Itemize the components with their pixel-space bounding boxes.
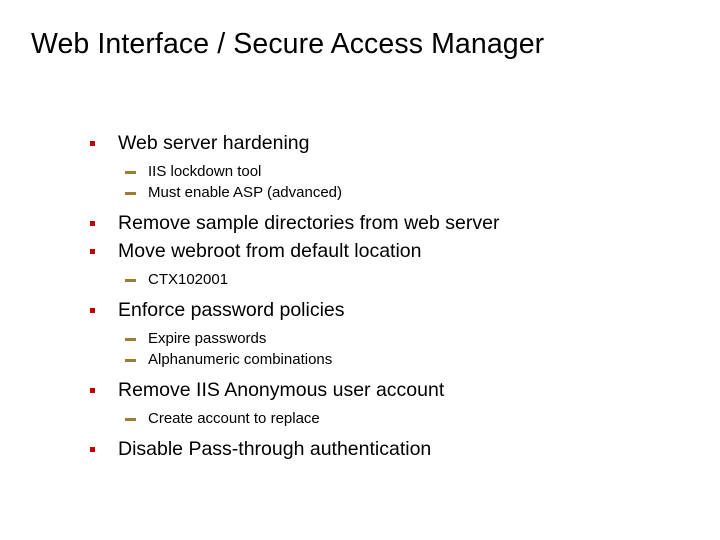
bullet-text: Remove sample directories from web serve… (118, 212, 500, 234)
bullet-dot-icon (90, 447, 95, 452)
bullet-level1: Move webroot from default location (0, 238, 720, 266)
bullet-level2: Alphanumeric combinations (0, 349, 720, 370)
bullet-text: Disable Pass-through authentication (118, 438, 432, 460)
bullet-text: Enforce password policies (118, 299, 345, 321)
bullet-dot-icon (90, 221, 95, 226)
bullet-level1: Remove sample directories from web serve… (0, 210, 720, 238)
bullet-level1: Disable Pass-through authentication (0, 436, 720, 464)
bullet-text: CTX102001 (148, 271, 229, 288)
bullet-level2: Expire passwords (0, 328, 720, 349)
slide-body-content: Web server hardening IIS lockdown tool M… (0, 130, 720, 464)
bullet-dash-icon (125, 192, 136, 195)
bullet-level2: IIS lockdown tool (0, 161, 720, 182)
bullet-text: Must enable ASP (advanced) (148, 184, 343, 201)
bullet-dot-icon (90, 388, 95, 393)
spacer (0, 203, 720, 210)
bullet-level1: Remove IIS Anonymous user account (0, 377, 720, 405)
bullet-text: Web server hardening (118, 132, 310, 154)
bullet-dash-icon (125, 418, 136, 421)
bullet-text: Move webroot from default location (118, 240, 422, 262)
bullet-text: Expire passwords (148, 330, 267, 347)
bullet-level2: CTX102001 (0, 269, 720, 290)
bullet-dash-icon (125, 359, 136, 362)
spacer (0, 290, 720, 297)
bullet-text: Create account to replace (148, 410, 320, 427)
bullet-level2: Must enable ASP (advanced) (0, 182, 720, 203)
slide-title: Web Interface / Secure Access Manager (31, 28, 545, 60)
bullet-level1: Web server hardening (0, 130, 720, 158)
bullet-dash-icon (125, 171, 136, 174)
bullet-text: IIS lockdown tool (148, 163, 262, 180)
bullet-dot-icon (90, 308, 95, 313)
bullet-text: Alphanumeric combinations (148, 351, 333, 368)
bullet-dash-icon (125, 279, 136, 282)
bullet-dot-icon (90, 141, 95, 146)
spacer (0, 429, 720, 436)
bullet-level2: Create account to replace (0, 408, 720, 429)
bullet-dash-icon (125, 338, 136, 341)
bullet-level1: Enforce password policies (0, 297, 720, 325)
spacer (0, 370, 720, 377)
bullet-dot-icon (90, 249, 95, 254)
bullet-text: Remove IIS Anonymous user account (118, 379, 445, 401)
